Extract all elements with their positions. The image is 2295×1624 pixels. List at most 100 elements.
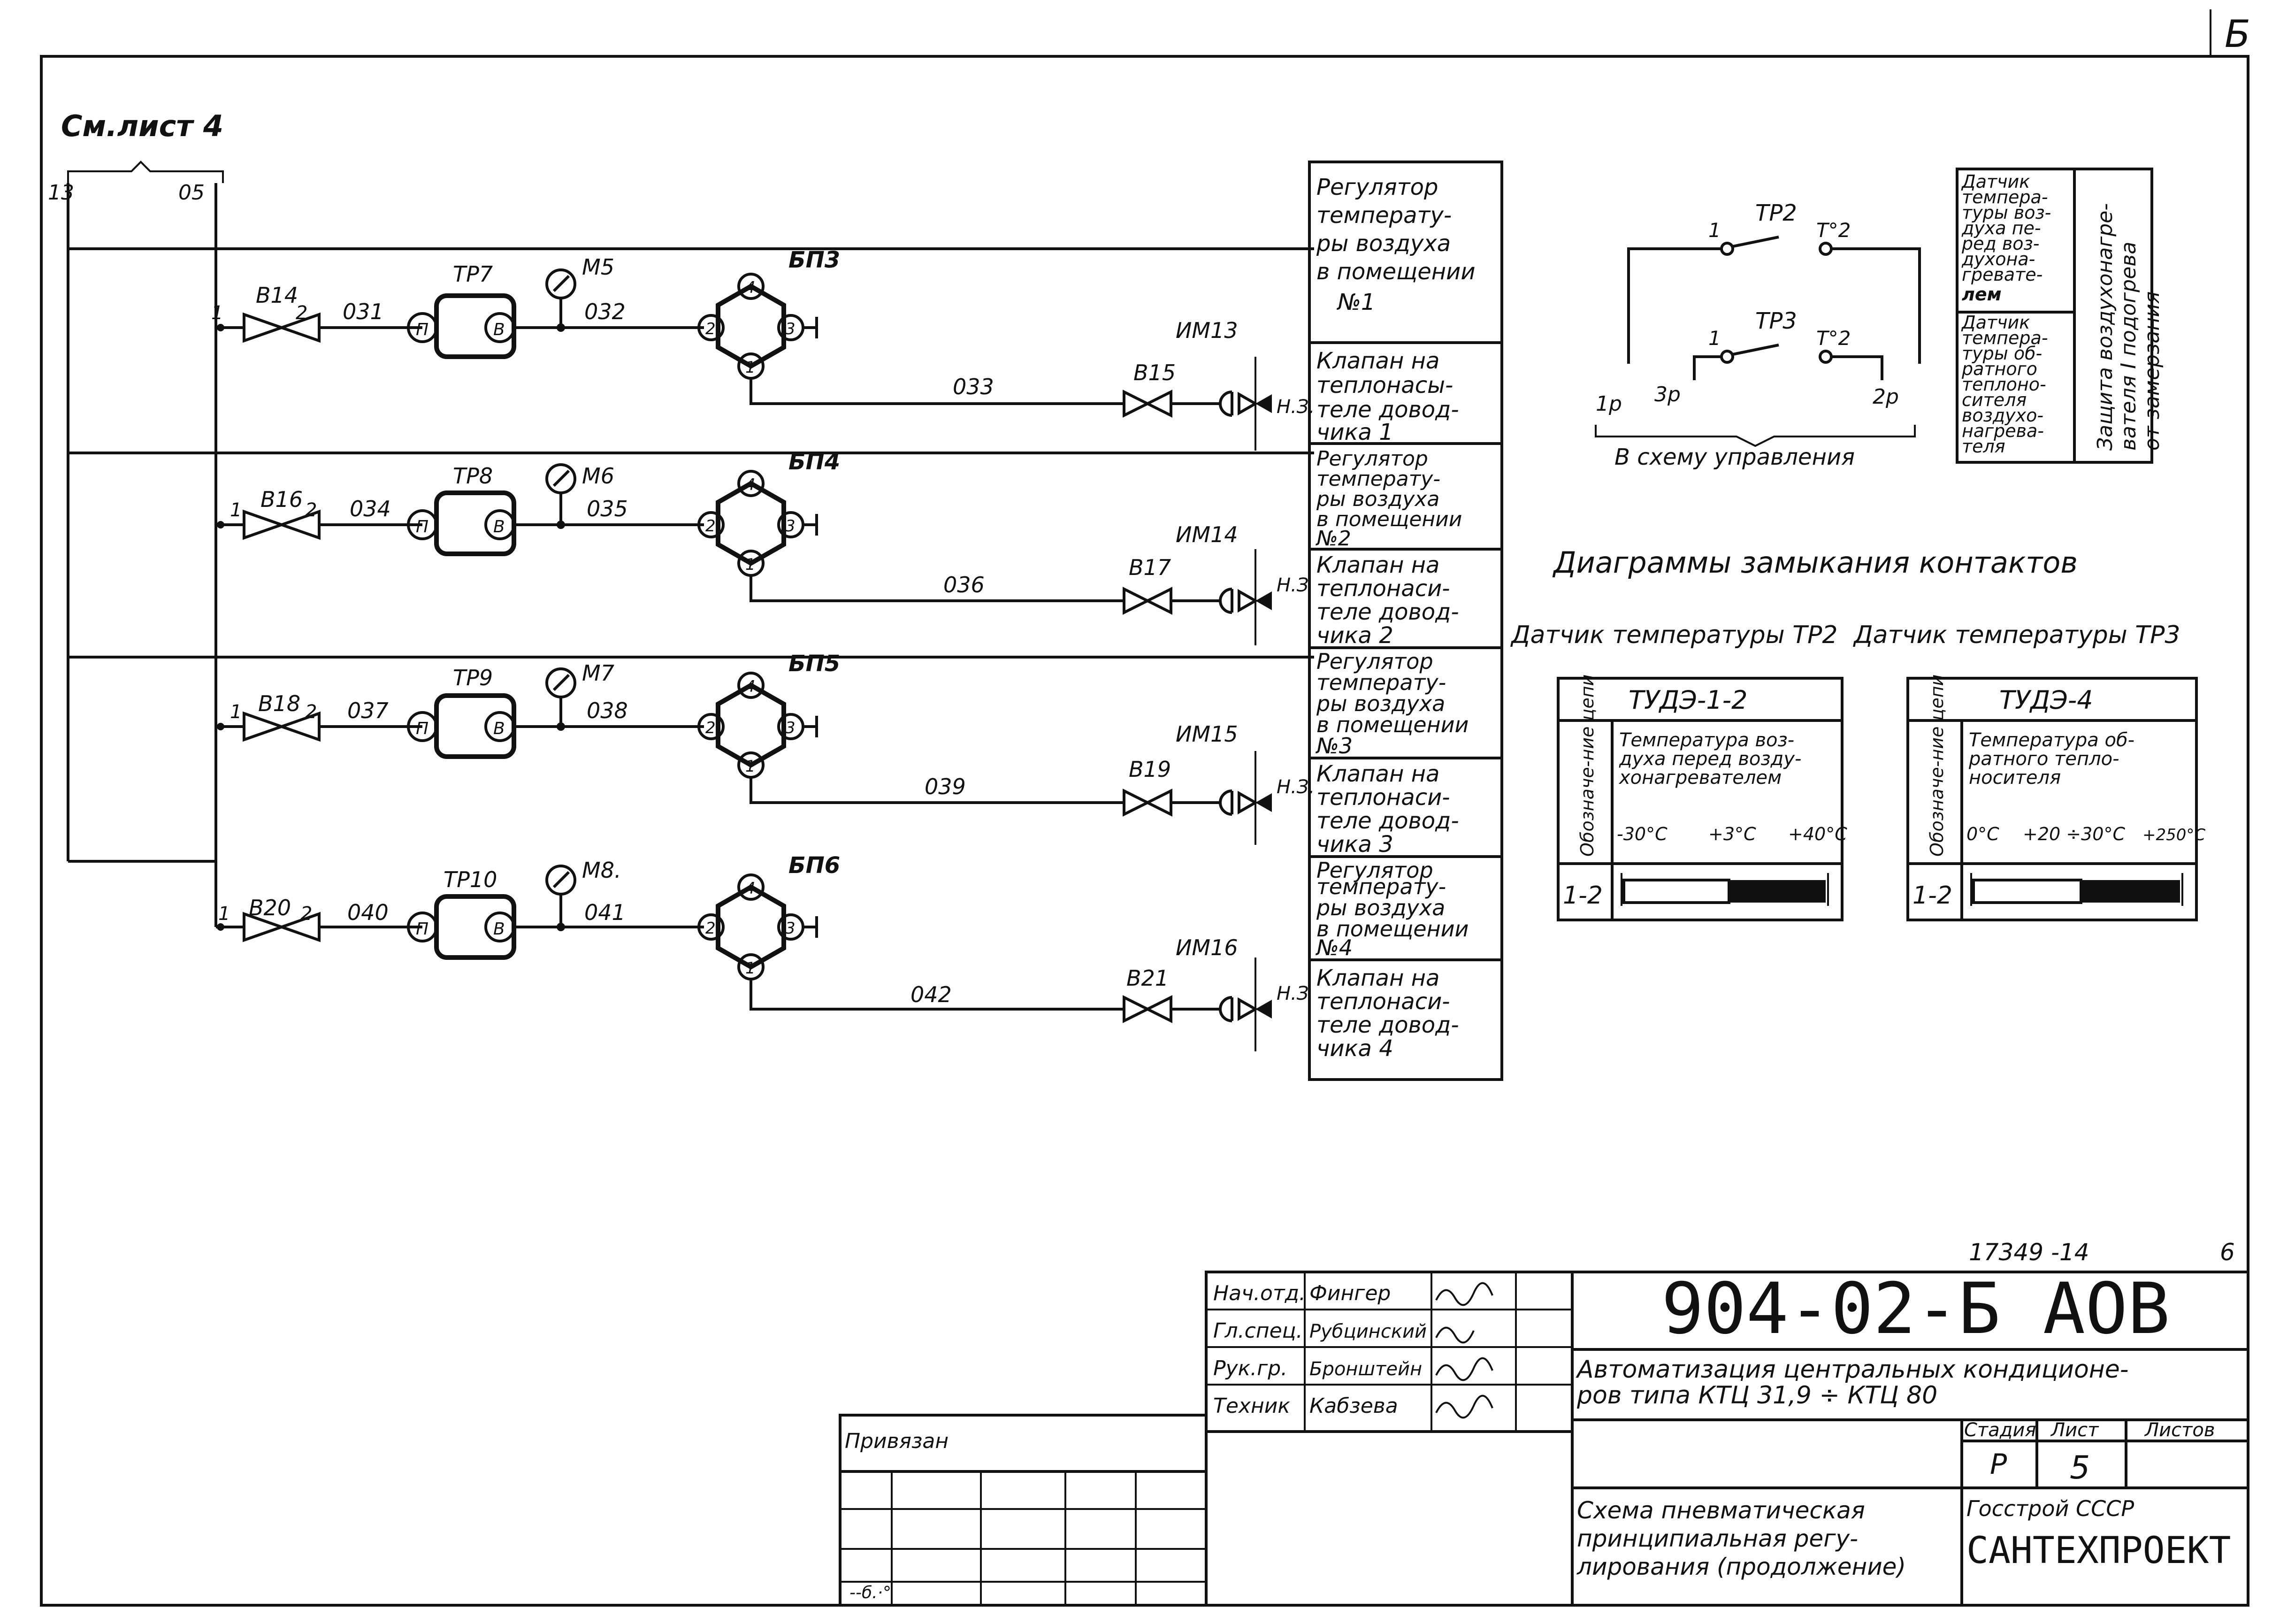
document-title-1: Автоматизация центральных кондиционе- xyxy=(1576,1356,2129,1384)
valve-out-symbol[interactable] xyxy=(1123,995,1151,1023)
svg-text:Рубцинский: Рубцинский xyxy=(1309,1321,1427,1342)
bus-bracket xyxy=(67,161,224,183)
bus-right-label: 05 xyxy=(178,181,205,205)
svg-text:чика 1: чика 1 xyxy=(1316,419,1393,445)
pipe-in-label: 031 xyxy=(343,299,384,324)
svg-text:Температура об-: Температура об- xyxy=(1969,729,2134,751)
block-label: БП5 xyxy=(788,651,840,677)
box1-scale-max: +40°С xyxy=(1788,824,1847,844)
svg-text:температу-: температу- xyxy=(1316,670,1446,695)
control-caption: В схему управления xyxy=(1614,444,1855,470)
relay-block[interactable] xyxy=(716,884,786,970)
svg-text:чика 4: чика 4 xyxy=(1316,1035,1393,1062)
sensor-label: ТР8 xyxy=(453,463,493,489)
sheet-reference: См.лист 4 xyxy=(61,109,223,143)
svg-text:Лист: Лист xyxy=(2050,1419,2099,1441)
svg-text:духа перед возду-: духа перед возду- xyxy=(1619,748,1801,770)
diagrams-title: Диаграммы замыкания контактов xyxy=(1552,545,2078,580)
actuator-label: ИМ15 xyxy=(1176,721,1238,747)
sensor-label: ТР7 xyxy=(453,261,493,287)
svg-text:Датчик: Датчик xyxy=(1961,171,2030,192)
valve-in-symbol[interactable] xyxy=(243,912,286,942)
valve-in-symbol[interactable] xyxy=(243,312,286,343)
svg-text:В: В xyxy=(493,719,505,738)
box2-bar-open xyxy=(1972,879,2082,904)
svg-text:2: 2 xyxy=(300,903,312,925)
svg-text:хонагревателем: хонагревателем xyxy=(1618,767,1782,789)
svg-text:В: В xyxy=(493,517,505,536)
svg-text:1: 1 xyxy=(745,757,756,776)
svg-text:Фингер: Фингер xyxy=(1309,1281,1391,1305)
block-label: БП4 xyxy=(788,449,840,475)
svg-text:1: 1 xyxy=(745,555,756,574)
legend-vertical-3: от замерзания xyxy=(2140,291,2164,451)
svg-text:1: 1 xyxy=(230,499,242,521)
pipe-out-label: 039 xyxy=(925,774,966,799)
svg-text:П: П xyxy=(416,320,428,339)
svg-text:№2: №2 xyxy=(1315,527,1351,551)
svg-text:Регулятор: Регулятор xyxy=(1316,858,1433,883)
svg-text:Бронштейн: Бронштейн xyxy=(1309,1358,1422,1380)
function-table: Регулятор температу- ры воздуха в помеще… xyxy=(1308,161,1503,1081)
valve-out-symbol[interactable] xyxy=(1123,587,1151,615)
circuit-3: 1 В18 2 037 П В ТР9 М7 038 4 2 3 1 БП5 0… xyxy=(68,651,1315,845)
svg-text:4: 4 xyxy=(745,879,756,898)
valve-out-symbol[interactable] xyxy=(1123,789,1151,817)
valve-out-label: В19 xyxy=(1129,757,1171,782)
svg-text:Стадия: Стадия xyxy=(1964,1419,2036,1441)
valve-out-label: В15 xyxy=(1133,360,1176,385)
sensor-tp3-label: Датчик температуры ТР3 xyxy=(1853,621,2180,649)
bound-label: Привязан xyxy=(845,1429,949,1453)
valve-out-label: В17 xyxy=(1129,555,1171,580)
svg-text:ры воздуха: ры воздуха xyxy=(1316,487,1439,511)
svg-text:темпера-: темпера- xyxy=(1962,328,2048,348)
svg-text:2: 2 xyxy=(705,719,716,737)
relay-block[interactable] xyxy=(716,481,786,566)
pipe-out-label: 033 xyxy=(953,374,994,399)
sheet-value: 5 xyxy=(2070,1449,2090,1486)
svg-text:3: 3 xyxy=(785,517,796,536)
svg-text:2: 2 xyxy=(305,701,317,723)
title-block: 904-02-Б АОВ Автоматизация центральных к… xyxy=(839,1268,2249,1607)
svg-text:духона-: духона- xyxy=(1961,249,2035,269)
box1-side: Обозначе-ние цепи xyxy=(1577,674,1598,857)
svg-text:3: 3 xyxy=(785,719,796,737)
svg-text:носителя: носителя xyxy=(1969,767,2061,789)
relay-block[interactable] xyxy=(716,283,786,369)
table-cell-7: Регулятор температу- ры воздуха в помеще… xyxy=(1315,858,1469,960)
svg-text:теля: теля xyxy=(1962,436,2005,457)
valve-out-symbol[interactable] xyxy=(1123,390,1151,418)
pipe-out-label: 036 xyxy=(943,572,985,598)
table-cell-3: Регулятор температу- ры воздуха в помеще… xyxy=(1315,447,1462,551)
svg-text:сителя: сителя xyxy=(1962,390,2027,410)
nz-label: Н.З xyxy=(1277,575,1308,596)
svg-text:Температура воз-: Температура воз- xyxy=(1619,729,1794,751)
svg-text:нагрева-: нагрева- xyxy=(1962,421,2044,441)
svg-text:ры воздуха: ры воздуха xyxy=(1316,691,1445,716)
sensor-label: ТР10 xyxy=(444,867,497,892)
box2-side: Обозначе-ние цепи xyxy=(1927,674,1947,857)
valve-in-label: В14 xyxy=(256,283,298,308)
svg-text:1: 1 xyxy=(211,302,223,324)
svg-text:2: 2 xyxy=(296,302,307,324)
svg-text:Датчик: Датчик xyxy=(1961,312,2030,333)
relay-block[interactable] xyxy=(716,682,786,768)
svg-text:Регулятор: Регулятор xyxy=(1316,447,1428,471)
actuator-label: ИМ14 xyxy=(1176,522,1238,547)
svg-text:2: 2 xyxy=(305,499,317,521)
sensor-tp2-label: Датчик температуры ТР2 xyxy=(1510,621,1837,649)
box2-scale-mid: +20 ÷30°С xyxy=(2023,824,2125,844)
svg-text:Гл.спец.: Гл.спец. xyxy=(1213,1319,1303,1343)
valve-in-symbol[interactable] xyxy=(243,509,286,540)
valve-out-label: В21 xyxy=(1126,965,1169,991)
svg-text:чика 2: чика 2 xyxy=(1316,622,1393,649)
box2-scale-min: 0°С xyxy=(1966,824,1999,844)
valve-in-symbol[interactable] xyxy=(243,711,286,742)
svg-text:ред воз-: ред воз- xyxy=(1961,233,2039,254)
svg-text:чика 3: чика 3 xyxy=(1316,831,1393,858)
svg-text:темпера-: темпера- xyxy=(1962,187,2048,207)
contact-circuit: 1 ТР2 Т°2 1 ТР3 Т°2 1р 3р 2р В схему упр… xyxy=(1595,200,1921,470)
svg-text:туры об-: туры об- xyxy=(1962,343,2042,364)
svg-text:2: 2 xyxy=(705,919,716,938)
